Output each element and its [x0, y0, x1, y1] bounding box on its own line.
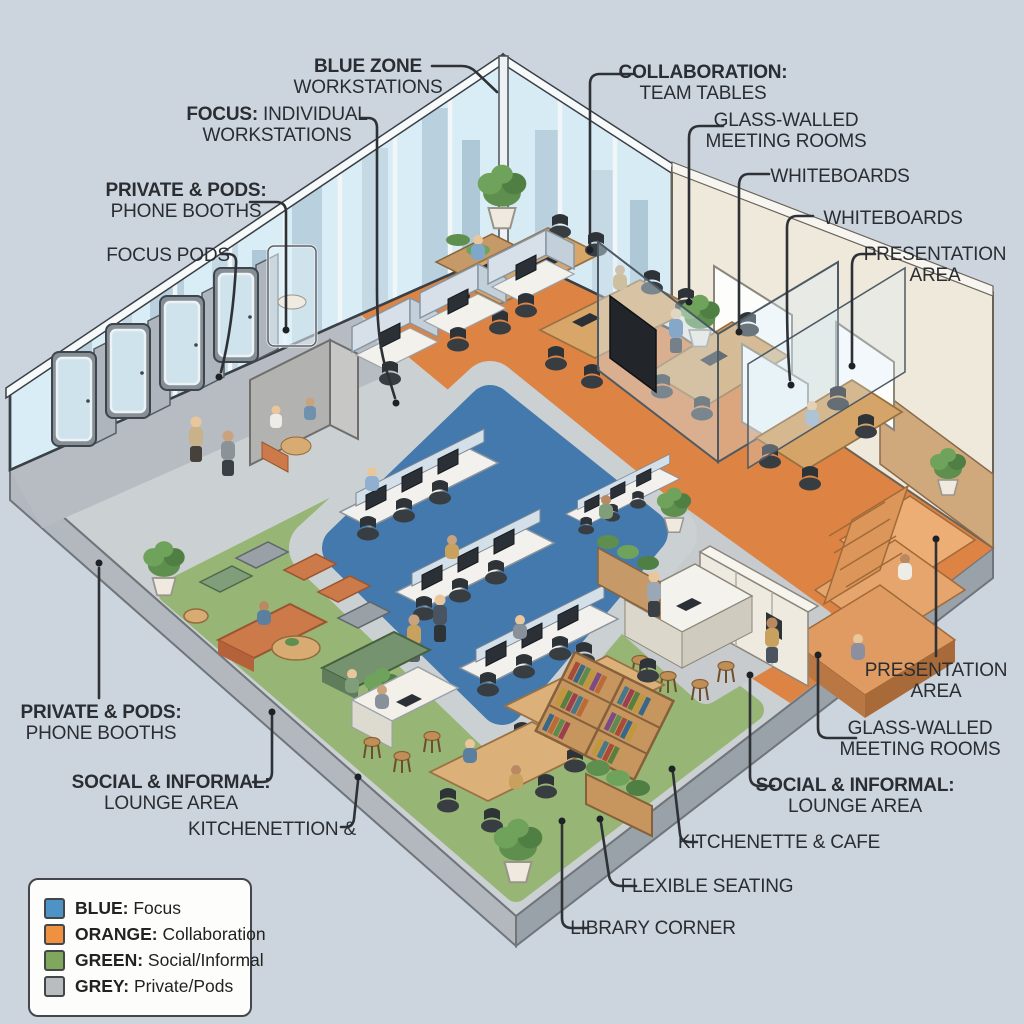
- legend-item-blue: BLUE: Focus: [44, 898, 236, 919]
- label-collaboration: COLLABORATION: TEAM TABLES: [618, 62, 788, 104]
- person: [513, 615, 527, 639]
- person: [463, 739, 477, 763]
- blue-zone-workstations: [340, 429, 680, 697]
- legend-swatch-orange: [44, 924, 65, 945]
- label-social-informal-left: SOCIAL & INFORMAL: LOUNGE AREA: [71, 772, 271, 814]
- tv-screen: [609, 294, 657, 394]
- label-whiteboards-1: WHITEBOARDS: [770, 166, 910, 187]
- person: [257, 601, 271, 625]
- person: [613, 265, 627, 290]
- legend-swatch-blue: [44, 898, 65, 919]
- person: [189, 416, 203, 462]
- label-flexible-seating: FLEXIBLE SEATING: [620, 876, 794, 897]
- legend-item-grey: GREY: Private/Pods: [44, 976, 236, 997]
- label-presentation-top: PRESENTATION AREA: [863, 244, 1007, 286]
- label-library-corner: LIBRARY CORNER: [570, 918, 736, 939]
- label-private-pods-top: PRIVATE & PODS: PHONE BOOTHS: [105, 180, 267, 222]
- leader-lines: [97, 64, 938, 930]
- person: [647, 571, 661, 617]
- label-glass-walled-bottom: GLASS-WALLED MEETING ROOMS: [839, 718, 1001, 760]
- label-kitchenettion: KITCHENETTION &: [187, 819, 357, 840]
- person: [898, 554, 912, 580]
- coffee-table: [271, 635, 321, 661]
- label-social-informal-right: SOCIAL & INFORMAL: LOUNGE AREA: [755, 775, 955, 817]
- meeting-pod: [249, 338, 359, 473]
- label-blue-zone: BLUE ZONE WORKSTATIONS: [293, 56, 443, 98]
- person: [445, 535, 459, 559]
- person: [471, 235, 485, 260]
- label-whiteboards-2: WHITEBOARDS: [823, 208, 963, 229]
- person: [851, 634, 865, 660]
- label-kitchenette-cafe: KITCHENETTE & CAFE: [677, 832, 881, 853]
- label-focus-pods: FOCUS PODS: [106, 245, 230, 266]
- library-corner-bookshelves: [534, 650, 676, 782]
- leader-dots: [95, 246, 940, 825]
- kitchenette-cafe: [597, 486, 820, 702]
- label-focus-individual: FOCUS: INDIVIDUAL WORKSTATIONS: [186, 104, 368, 146]
- person: [221, 430, 235, 476]
- glass-booth: [266, 244, 318, 348]
- planter-boxes: [492, 760, 653, 884]
- person: [599, 495, 613, 519]
- person: [375, 685, 389, 709]
- label-private-pods-bottom: PRIVATE & PODS: PHONE BOOTHS: [20, 702, 182, 744]
- plant-shelf: [597, 546, 661, 620]
- lounge-area: [142, 540, 433, 716]
- legend-swatch-grey: [44, 976, 65, 997]
- meeting-room-back-wall: [671, 161, 994, 550]
- person-presenter: [669, 308, 683, 353]
- person: [345, 669, 359, 693]
- person: [805, 401, 819, 426]
- person: [509, 765, 523, 789]
- label-presentation-bottom: PRESENTATION AREA: [864, 660, 1008, 702]
- presentation-tiered-seating: [788, 447, 977, 718]
- legend-swatch-green: [44, 950, 65, 971]
- legend-item-green: GREEN: Social/Informal: [44, 950, 264, 971]
- legend: BLUE: Focus ORANGE: Collaboration GREEN:…: [28, 878, 266, 1017]
- person: [365, 467, 379, 491]
- person: [765, 617, 779, 663]
- legend-item-orange: ORANGE: Collaboration: [44, 924, 266, 945]
- label-glass-walled-top: GLASS-WALLED MEETING ROOMS: [705, 110, 867, 152]
